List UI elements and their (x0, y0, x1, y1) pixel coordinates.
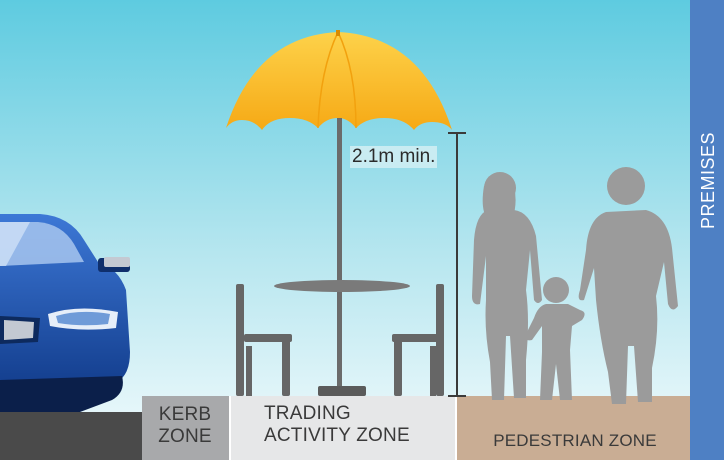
kerb-zone-label-line2: ZONE (142, 426, 228, 448)
trading-zone-label: TRADING ACTIVITY ZONE (264, 403, 454, 447)
height-dimension-label: 2.1m min. (350, 146, 437, 168)
pedestrian-zone-label: PEDESTRIAN ZONE (460, 430, 690, 452)
kerb-zone-label-line1: KERB (142, 404, 228, 426)
kerb-zone-label: KERB ZONE (142, 404, 228, 448)
trading-zone-label-line1: TRADING (264, 403, 454, 425)
road-surface (0, 412, 142, 460)
premises-label: PREMISES (699, 131, 720, 228)
trading-zone-label-line2: ACTIVITY ZONE (264, 425, 454, 447)
premises-label-container: PREMISES (694, 0, 724, 460)
